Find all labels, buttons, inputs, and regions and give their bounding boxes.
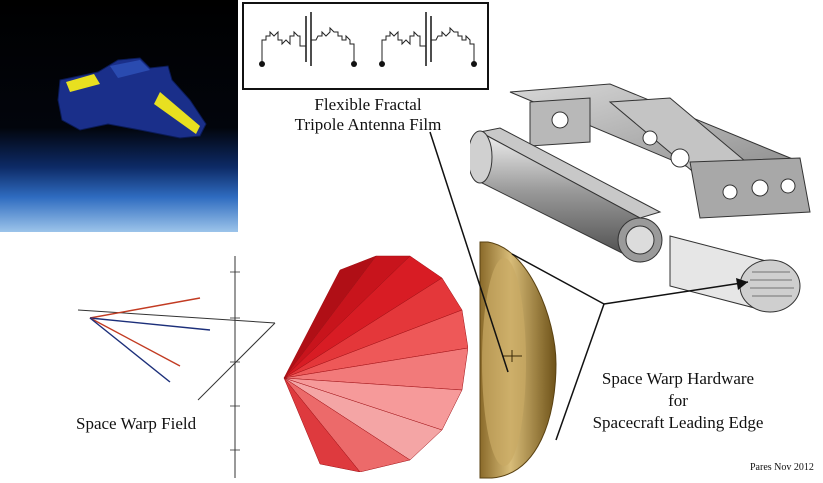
hardware-label-line3: Spacecraft Leading Edge (592, 413, 764, 432)
field-label: Space Warp Field (76, 414, 197, 433)
credit-text: Pares Nov 2012 (750, 462, 814, 473)
red-cone-3d (283, 255, 468, 472)
hardware-label-line2: for (668, 391, 688, 410)
antenna-label-line2: Tripole Antenna Film (294, 115, 442, 134)
gold-disk-photo (479, 241, 557, 479)
hardware-label: Space Warp Hardware for Spacecraft Leadi… (588, 368, 768, 434)
hardware-label-line1: Space Warp Hardware (601, 369, 755, 388)
space-warp-field-plot (77, 256, 276, 478)
antenna-label: Flexible Fractal Tripole Antenna Film (258, 95, 478, 135)
fractal-antenna-schematic (242, 2, 489, 90)
spacecraft-icon (57, 57, 207, 139)
spacecraft-photo (0, 0, 238, 232)
antenna-label-line1: Flexible Fractal (314, 95, 422, 114)
